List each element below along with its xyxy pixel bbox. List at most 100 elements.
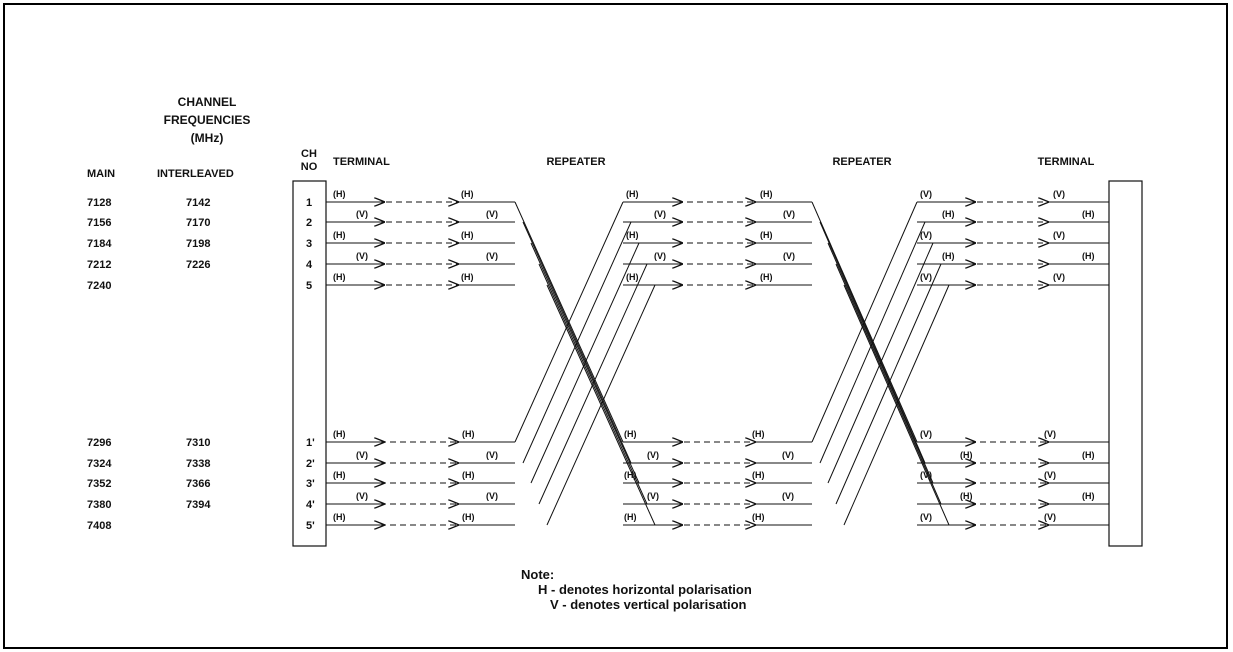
polarisation-label: (H) xyxy=(333,512,346,522)
go-channel-number: 4 xyxy=(306,259,313,271)
ch-no-header: CH xyxy=(301,148,317,160)
polarisation-label: (V) xyxy=(1053,230,1065,240)
polarisation-label: (V) xyxy=(920,189,932,199)
return-channel-number: 3' xyxy=(306,478,315,490)
polarisation-label: (H) xyxy=(333,429,346,439)
polarisation-label: (H) xyxy=(626,272,639,282)
crossover-line xyxy=(522,221,632,464)
go-main-frequency: 7184 xyxy=(87,238,112,250)
return-interleaved-frequency: 7366 xyxy=(186,478,210,490)
note-line-horizontal: H - denotes horizontal polarisation xyxy=(538,582,752,597)
channel-frequencies-title: CHANNEL xyxy=(178,95,237,109)
return-main-frequency: 7380 xyxy=(87,499,111,511)
polarisation-label: (V) xyxy=(920,429,932,439)
polarisation-label: (H) xyxy=(760,272,773,282)
go-main-frequency: 7128 xyxy=(87,197,111,209)
crossover-line xyxy=(843,284,950,526)
crossover-line xyxy=(530,242,640,484)
polarisation-label: (V) xyxy=(920,512,932,522)
polarisation-label: (H) xyxy=(333,272,346,282)
note-title: Note: xyxy=(521,567,554,582)
polarisation-label: (V) xyxy=(783,209,795,219)
repeater-1-label: REPEATER xyxy=(546,156,605,168)
crossover-line xyxy=(819,221,926,464)
note-line-vertical: V - denotes vertical polarisation xyxy=(550,597,747,612)
polarisation-label: (H) xyxy=(624,470,637,480)
polarisation-label: (H) xyxy=(462,512,475,522)
crossover-line xyxy=(538,263,648,505)
crossover-line xyxy=(835,263,942,505)
polarisation-label: (V) xyxy=(356,491,368,501)
polarisation-label: (V) xyxy=(654,209,666,219)
polarisation-label: (H) xyxy=(752,512,765,522)
polarisation-label: (V) xyxy=(1053,272,1065,282)
polarisation-label: (H) xyxy=(960,450,973,460)
go-main-frequency: 7212 xyxy=(87,259,111,271)
polarisation-label: (H) xyxy=(1082,209,1095,219)
polarisation-label: (H) xyxy=(624,429,637,439)
return-channel-number: 1' xyxy=(306,437,315,449)
polarisation-label: (V) xyxy=(647,450,659,460)
return-interleaved-frequency: 7310 xyxy=(186,437,210,449)
terminal-right-label: TERMINAL xyxy=(1038,156,1095,168)
go-main-frequency: 7240 xyxy=(87,280,111,292)
polarisation-label: (V) xyxy=(1044,429,1056,439)
polarisation-label: (H) xyxy=(333,470,346,480)
repeater-2-label: REPEATER xyxy=(832,156,891,168)
polarisation-label: (V) xyxy=(782,450,794,460)
go-channel-number: 5 xyxy=(306,280,312,292)
return-channel-number: 4' xyxy=(306,499,315,511)
polarisation-label: (V) xyxy=(486,491,498,501)
polarisation-label: (H) xyxy=(624,512,637,522)
polarisation-label: (H) xyxy=(626,230,639,240)
polarisation-label: (V) xyxy=(920,470,932,480)
crossover-line xyxy=(827,242,934,484)
channel-frequencies-title: FREQUENCIES xyxy=(164,113,251,127)
go-interleaved-frequency: 7198 xyxy=(186,238,210,250)
polarisation-label: (V) xyxy=(486,450,498,460)
polarisation-label: (V) xyxy=(356,450,368,460)
return-channel-number: 2' xyxy=(306,458,315,470)
polarisation-label: (H) xyxy=(1082,251,1095,261)
polarisation-label: (V) xyxy=(920,272,932,282)
right-terminal-box xyxy=(1108,180,1143,547)
return-main-frequency: 7408 xyxy=(87,520,111,532)
channel-frequencies-unit: (MHz) xyxy=(191,131,224,145)
polarisation-label: (H) xyxy=(752,429,765,439)
polarisation-label: (V) xyxy=(486,209,498,219)
polarisation-label: (H) xyxy=(462,429,475,439)
polarisation-label: (V) xyxy=(356,209,368,219)
crossover-line xyxy=(546,284,656,526)
return-channel-number: 5' xyxy=(306,520,315,532)
polarisation-label: (V) xyxy=(654,251,666,261)
polarisation-label: (H) xyxy=(461,189,474,199)
left-terminal-box xyxy=(292,180,327,547)
return-main-frequency: 7296 xyxy=(87,437,111,449)
polarisation-label: (V) xyxy=(1053,189,1065,199)
crossover-line xyxy=(811,201,918,443)
ch-no-header: NO xyxy=(301,161,318,173)
interleaved-column-header: INTERLEAVED xyxy=(157,168,234,180)
return-main-frequency: 7352 xyxy=(87,478,111,490)
polarisation-label: (H) xyxy=(1082,450,1095,460)
go-channel-number: 2 xyxy=(306,217,312,229)
polarisation-label: (H) xyxy=(960,491,973,501)
polarisation-label: (H) xyxy=(942,251,955,261)
polarisation-label: (V) xyxy=(356,251,368,261)
polarisation-label: (H) xyxy=(942,209,955,219)
return-main-frequency: 7324 xyxy=(87,458,112,470)
polarisation-label: (H) xyxy=(333,189,346,199)
polarisation-label: (V) xyxy=(1044,512,1056,522)
polarisation-label: (H) xyxy=(752,470,765,480)
polarisation-label: (V) xyxy=(783,251,795,261)
diagram-frame xyxy=(3,3,1228,649)
crossover-line xyxy=(514,201,624,443)
go-channel-number: 3 xyxy=(306,238,312,250)
polarisation-label: (V) xyxy=(647,491,659,501)
main-column-header: MAIN xyxy=(87,168,115,180)
terminal-left-label: TERMINAL xyxy=(333,156,390,168)
polarisation-label: (H) xyxy=(461,230,474,240)
polarisation-label: (H) xyxy=(461,272,474,282)
polarisation-label: (V) xyxy=(782,491,794,501)
